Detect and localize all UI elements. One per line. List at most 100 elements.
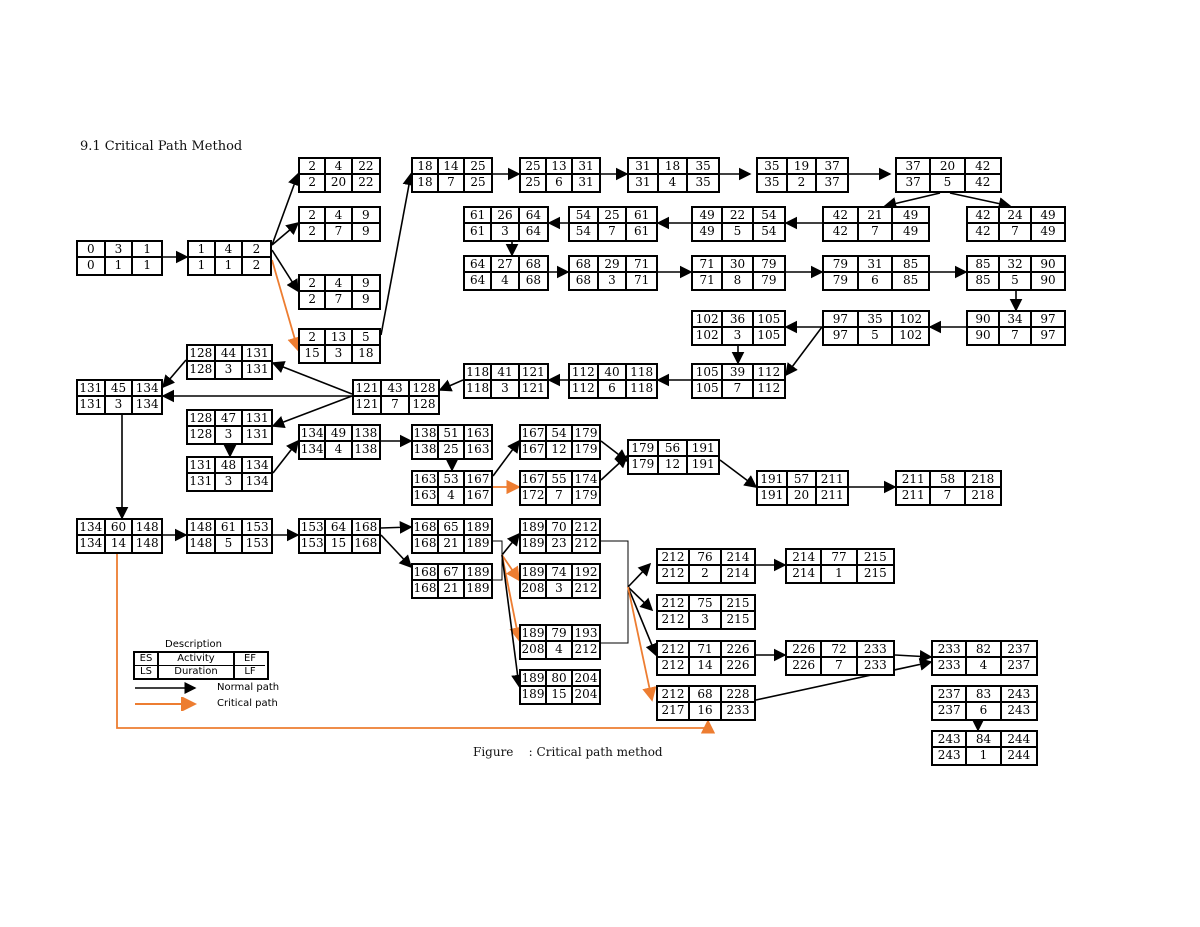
node-lf: 31 [578,175,594,189]
legend-node-key: ES Activity EF LS Duration LF [133,651,269,680]
node-ls: 2 [300,224,327,240]
node-lf: 25 [470,175,486,189]
node-duration: 4 [326,442,353,458]
node-activity: 40 [598,365,628,381]
node-activity: 67 [439,565,465,581]
node-duration: 7 [599,224,628,240]
node-activity: 51 [439,426,465,442]
normal-path-arrow [380,520,413,534]
node-es: 18 [413,159,439,175]
node-duration: 5 [931,175,966,191]
normal-path-arrow [627,562,652,588]
node-activity: 49 [326,426,353,442]
node-ef: 179 [573,426,599,442]
node-duration: 5 [216,536,244,552]
node-lf: 105 [757,328,781,342]
critical-arrow-icon [135,697,197,711]
node-ef: 233 [857,642,893,658]
node-ls: 54 [570,224,599,240]
node-ls: 172 [521,488,547,504]
node-ef: 168 [352,520,379,536]
node-lf: 97 [1040,328,1056,342]
node-activity: 56 [658,441,689,457]
node-duration: 1 [106,258,134,274]
node-duration: 20 [788,488,818,504]
normal-path-arrow [949,192,1012,210]
node-activity: 82 [967,642,1002,658]
node-ef: 112 [753,365,784,381]
node-duration: 4 [492,273,520,289]
node-activity: 55 [547,472,573,488]
node-lf: 218 [971,488,995,502]
node-es: 134 [78,520,106,536]
node-es: 85 [968,257,1000,273]
node-es: 79 [824,257,859,273]
node-lf: 1 [143,258,151,272]
node-lf: 90 [1040,273,1056,287]
node-activity: 57 [787,472,818,488]
node-es: 168 [413,565,439,581]
node-lf: 68 [525,273,541,287]
node-duration: 7 [931,488,966,504]
node-ls: 212 [658,566,690,582]
node-ls: 237 [933,703,968,719]
node-lf: 167 [466,488,490,502]
node-duration: 3 [216,474,244,490]
node-ef: 189 [465,520,491,536]
node-activity: 71 [690,642,722,658]
node-activity: 53 [439,472,465,488]
node-ls: 168 [413,581,439,597]
node-es: 212 [658,642,690,658]
node-ls: 211 [897,488,932,504]
node-ls: 1 [189,258,216,274]
normal-path-arrow [883,192,941,210]
node-activity: 58 [931,472,966,488]
legend: Description ES Activity EF LS Duration L… [133,638,279,712]
node-lf: 204 [574,687,598,701]
node-es: 191 [758,472,788,488]
node-activity: 27 [492,257,520,273]
node-ls: 189 [521,536,547,552]
legend-activity: Activity [159,653,235,666]
node-ls: 121 [354,397,382,413]
normal-path-arrow [271,249,299,293]
node-lf: 131 [245,362,269,376]
node-lf: 233 [863,658,887,672]
node-lf: 148 [135,536,159,550]
node-ls: 233 [933,658,968,674]
node-ef: 214 [722,550,754,566]
normal-path-arrow [271,361,353,395]
legend-normal-label: Normal path [217,682,280,693]
node-activity: 61 [215,520,244,536]
node-duration: 1 [216,258,243,274]
node-es: 37 [897,159,932,175]
node-ls: 64 [465,273,493,289]
node-lf: 118 [630,381,654,395]
node-duration: 3 [106,397,134,413]
node-ef: 228 [722,687,754,703]
node-ef: 5 [352,330,379,346]
node-ef: 193 [573,626,599,642]
node-lf: 49 [903,224,919,238]
node-ls: 85 [968,273,1000,289]
node-duration: 6 [547,175,573,191]
node-lf: 212 [574,581,598,595]
node-es: 64 [465,257,493,273]
node-ef: 79 [753,257,784,273]
node-activity: 26 [492,208,520,224]
node-ls: 15 [300,346,327,362]
node-ef: 174 [573,472,599,488]
